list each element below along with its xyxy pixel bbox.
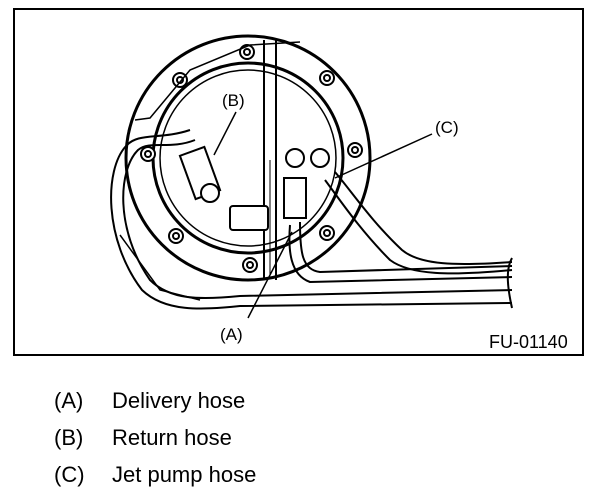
legend-item-b: (B) Return hose [54, 419, 256, 456]
legend-key: (A) [54, 387, 84, 413]
legend-item-a: (A) Delivery hose [54, 382, 256, 419]
legend-text: Jet pump hose [112, 461, 257, 487]
fuel-pump-diagram: (B) (A) (C) FU-01140 [110, 34, 568, 352]
legend-text: Delivery hose [112, 387, 246, 413]
callout-b: (B) [222, 91, 245, 110]
delivery-hose-connector [229, 148, 330, 231]
legend-item-c: (C) Jet pump hose [54, 456, 256, 493]
legend-key: (B) [54, 424, 84, 450]
tank-outline [134, 41, 301, 121]
return-hose-connector [178, 145, 222, 203]
pump-plate [159, 69, 337, 247]
figure-id: FU-01140 [489, 332, 568, 352]
legend: (A) Delivery hose (B) Return hose (C) Je… [54, 382, 256, 493]
hoses [110, 129, 513, 310]
pump-flange-outer [124, 34, 372, 282]
leader-lines [213, 111, 433, 319]
pump-tube [263, 40, 277, 280]
legend-text: Return hose [112, 424, 232, 450]
callout-c: (C) [435, 118, 459, 137]
callout-a: (A) [220, 325, 243, 344]
legend-key: (C) [54, 461, 85, 487]
